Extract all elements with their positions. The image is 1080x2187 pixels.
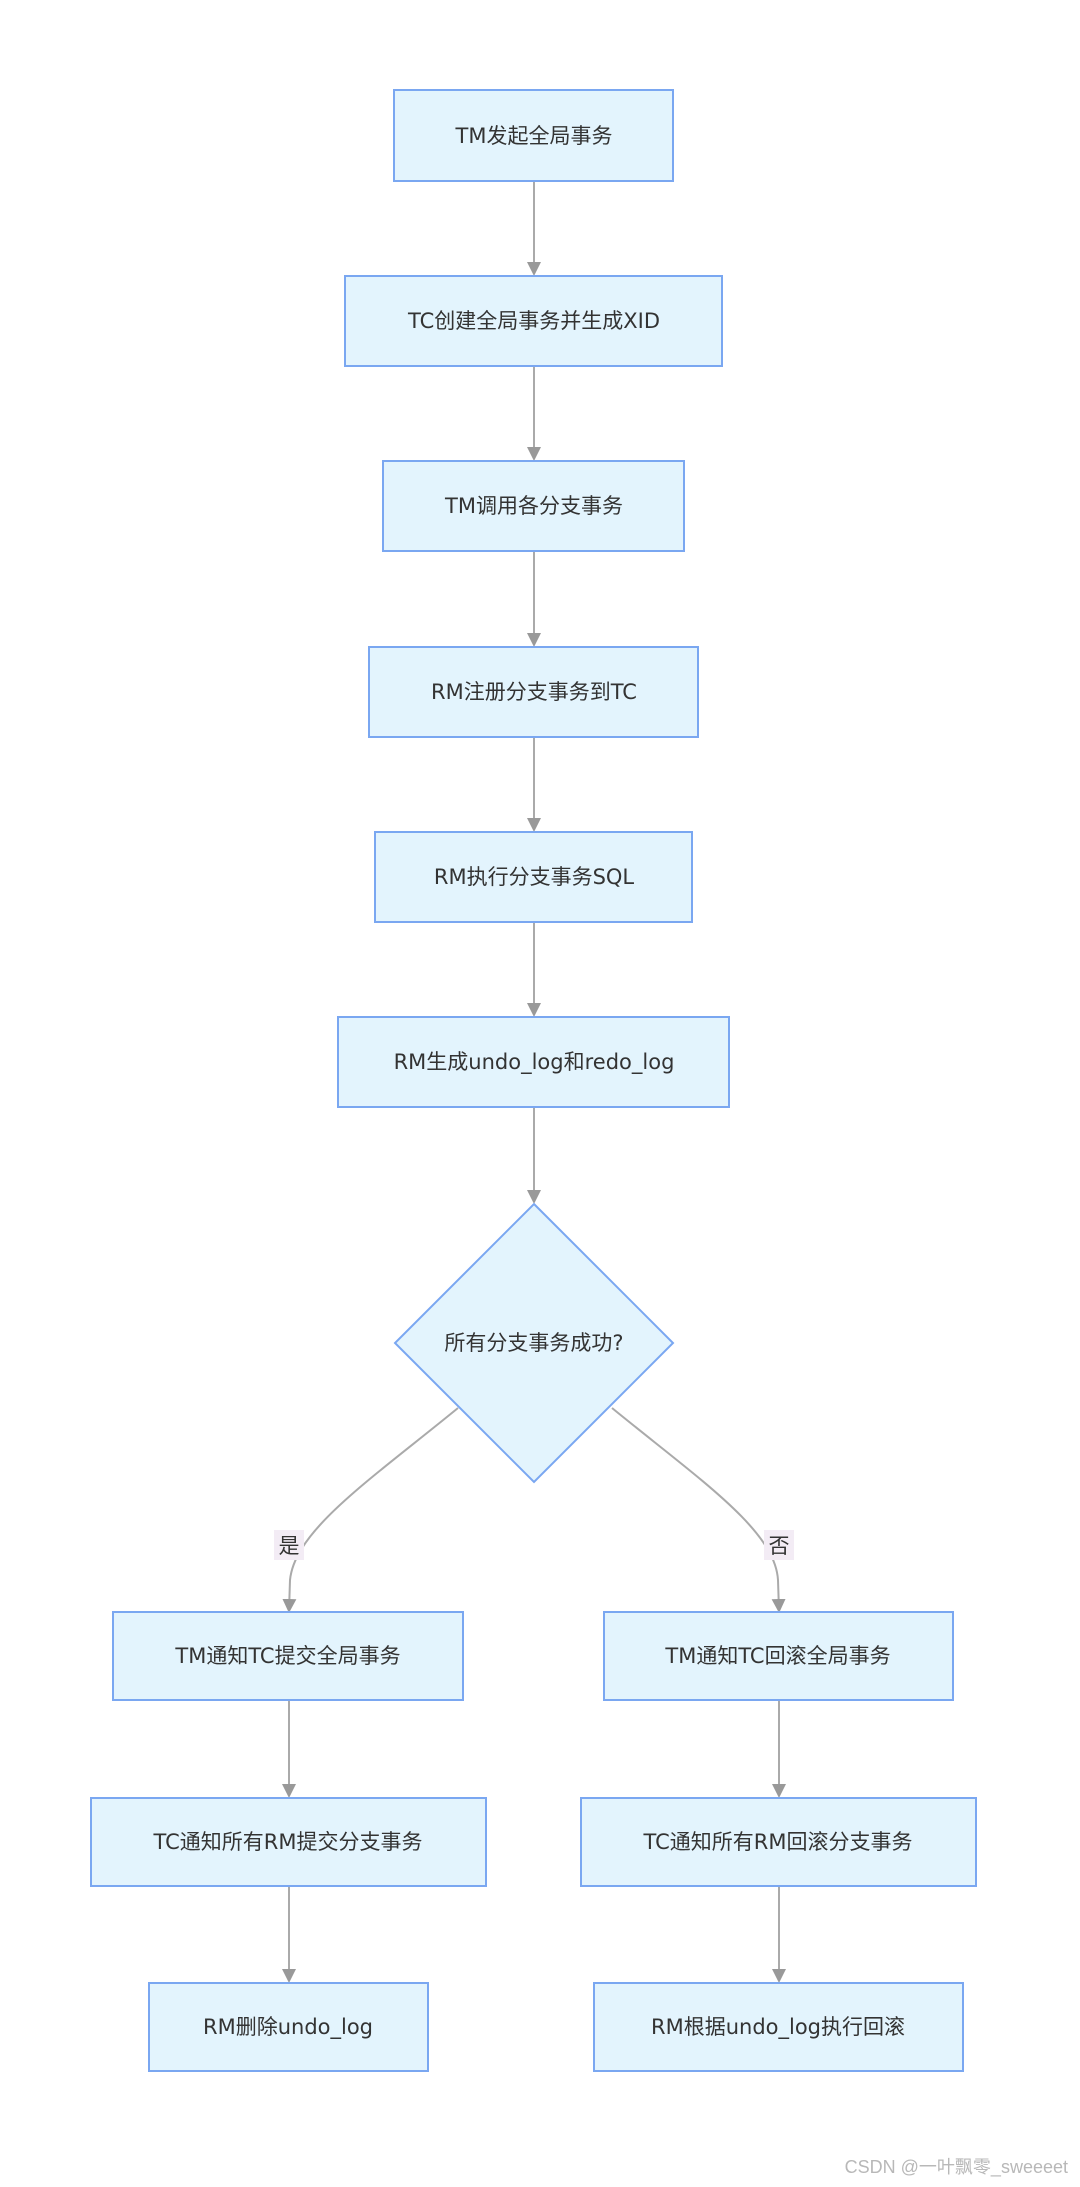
edge-label-yes: 是 (274, 1530, 304, 1560)
node-start: TM发起全局事务 (393, 89, 674, 182)
node-commit-branches: TC通知所有RM提交分支事务 (90, 1797, 487, 1887)
node-decision-label: 所有分支事务成功? (444, 1331, 623, 1355)
edge-label-no-text: 否 (769, 1534, 790, 1558)
watermark: CSDN @一叶飘零_sweeeet (844, 2157, 1068, 2177)
node-rollback-global: TM通知TC回滚全局事务 (603, 1611, 954, 1701)
node-exec-sql: RM执行分支事务SQL (374, 831, 693, 923)
node-gen-logs: RM生成undo_log和redo_log (337, 1016, 730, 1108)
node-commit-global-label: TM通知TC提交全局事务 (174, 1644, 400, 1668)
node-gen-logs-label: RM生成undo_log和redo_log (394, 1050, 675, 1075)
node-rollback-branches: TC通知所有RM回滚分支事务 (580, 1797, 977, 1887)
edge-label-no: 否 (764, 1530, 794, 1560)
node-commit-branches-label: TC通知所有RM提交分支事务 (153, 1830, 423, 1854)
node-delete-undo-label: RM删除undo_log (203, 2015, 373, 2040)
node-commit-global: TM通知TC提交全局事务 (112, 1611, 464, 1701)
edge-label-yes-text: 是 (279, 1534, 300, 1558)
node-decision: 所有分支事务成功? (393, 1202, 675, 1484)
node-register-branch-label: RM注册分支事务到TC (431, 680, 637, 704)
node-rollback-branches-label: TC通知所有RM回滚分支事务 (643, 1830, 913, 1854)
node-call-branches: TM调用各分支事务 (382, 460, 685, 552)
node-start-label: TM发起全局事务 (455, 124, 613, 148)
node-rollback-global-label: TM通知TC回滚全局事务 (664, 1644, 890, 1668)
node-exec-rollback: RM根据undo_log执行回滚 (593, 1982, 964, 2072)
node-register-branch: RM注册分支事务到TC (368, 646, 699, 738)
node-call-branches-label: TM调用各分支事务 (444, 494, 623, 518)
node-create-xid-label: TC创建全局事务并生成XID (407, 309, 660, 333)
node-create-xid: TC创建全局事务并生成XID (344, 275, 723, 367)
node-exec-sql-label: RM执行分支事务SQL (434, 865, 635, 889)
edge-decision-yes (282, 1407, 459, 1613)
node-delete-undo: RM删除undo_log (148, 1982, 429, 2072)
edge-decision-no (611, 1407, 786, 1613)
node-exec-rollback-label: RM根据undo_log执行回滚 (651, 2015, 905, 2040)
